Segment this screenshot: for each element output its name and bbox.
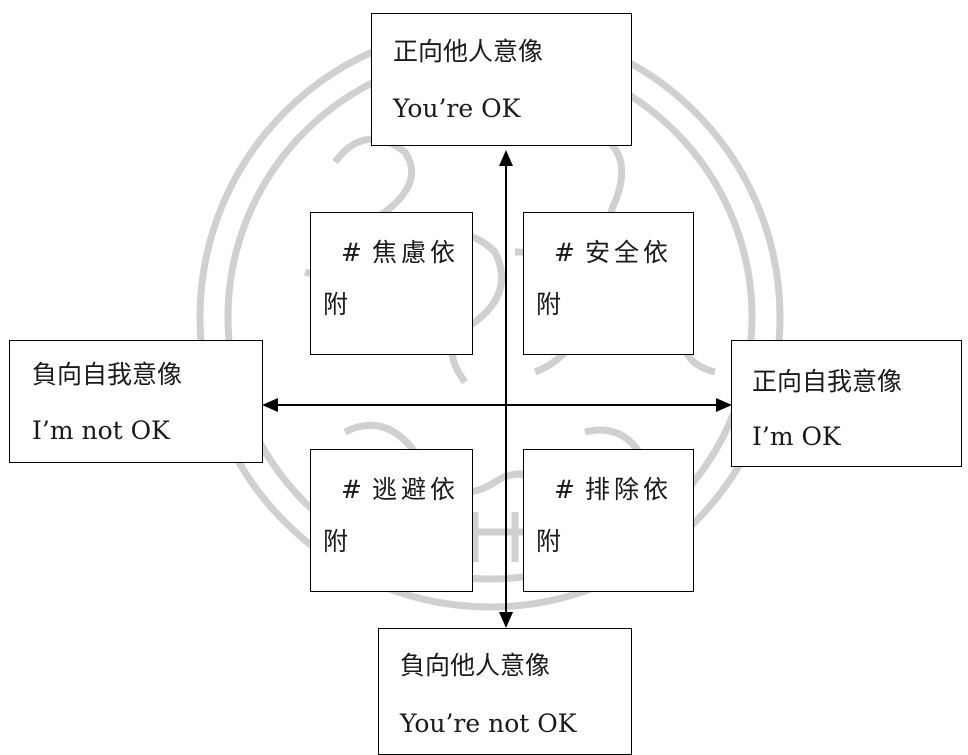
box-self-positive-subtitle: I’m OK <box>752 422 841 451</box>
quadrant-avoidant-attachment: #逃避依 附 <box>310 449 473 592</box>
quadrant-secure-line2: 附 <box>536 290 566 319</box>
hash-mark: # <box>341 238 366 267</box>
quadrant-anxious-label: #焦慮依 附 <box>323 227 459 331</box>
quadrant-avoidant-line1: 逃避依 <box>371 475 459 504</box>
box-self-positive-title: 正向自我意像 <box>752 367 903 396</box>
hash-mark: # <box>554 475 579 504</box>
quadrant-secure-attachment: #安全依 附 <box>523 212 694 355</box>
box-self-negative-subtitle: I’m not OK <box>32 416 170 445</box>
box-self-negative-title: 負向自我意像 <box>32 360 183 389</box>
quadrant-secure-label: #安全依 附 <box>536 227 672 331</box>
quadrant-avoidant-label: #逃避依 附 <box>323 464 459 568</box>
box-other-positive-title: 正向他人意像 <box>393 37 544 66</box>
quadrant-dismissive-attachment: #排除依 附 <box>523 449 694 592</box>
quadrant-dismissive-line2: 附 <box>536 527 566 556</box>
quadrant-anxious-line2: 附 <box>323 290 353 319</box>
quadrant-anxious-line1: 焦慮依 <box>371 238 459 267</box>
box-self-positive: 正向自我意像 I’m OK <box>731 340 962 467</box>
box-other-negative-subtitle: You’re not OK <box>400 709 577 738</box>
box-other-positive-subtitle: You’re OK <box>393 94 521 123</box>
arrow-left-icon <box>262 398 278 412</box>
hash-mark: # <box>341 475 366 504</box>
quadrant-avoidant-line2: 附 <box>323 527 353 556</box>
quadrant-anxious-attachment: #焦慮依 附 <box>310 212 473 355</box>
box-other-positive: 正向他人意像 You’re OK <box>371 13 632 146</box>
arrow-down-icon <box>499 612 513 628</box>
box-other-negative: 負向他人意像 You’re not OK <box>378 628 632 755</box>
arrow-up-icon <box>499 150 513 166</box>
hash-mark: # <box>554 238 579 267</box>
box-other-negative-title: 負向他人意像 <box>400 651 551 680</box>
arrow-right-icon <box>716 398 732 412</box>
quadrant-dismissive-line1: 排除依 <box>584 475 672 504</box>
quadrant-secure-line1: 安全依 <box>584 238 672 267</box>
box-self-negative: 負向自我意像 I’m not OK <box>9 340 263 463</box>
quadrant-dismissive-label: #排除依 附 <box>536 464 672 568</box>
